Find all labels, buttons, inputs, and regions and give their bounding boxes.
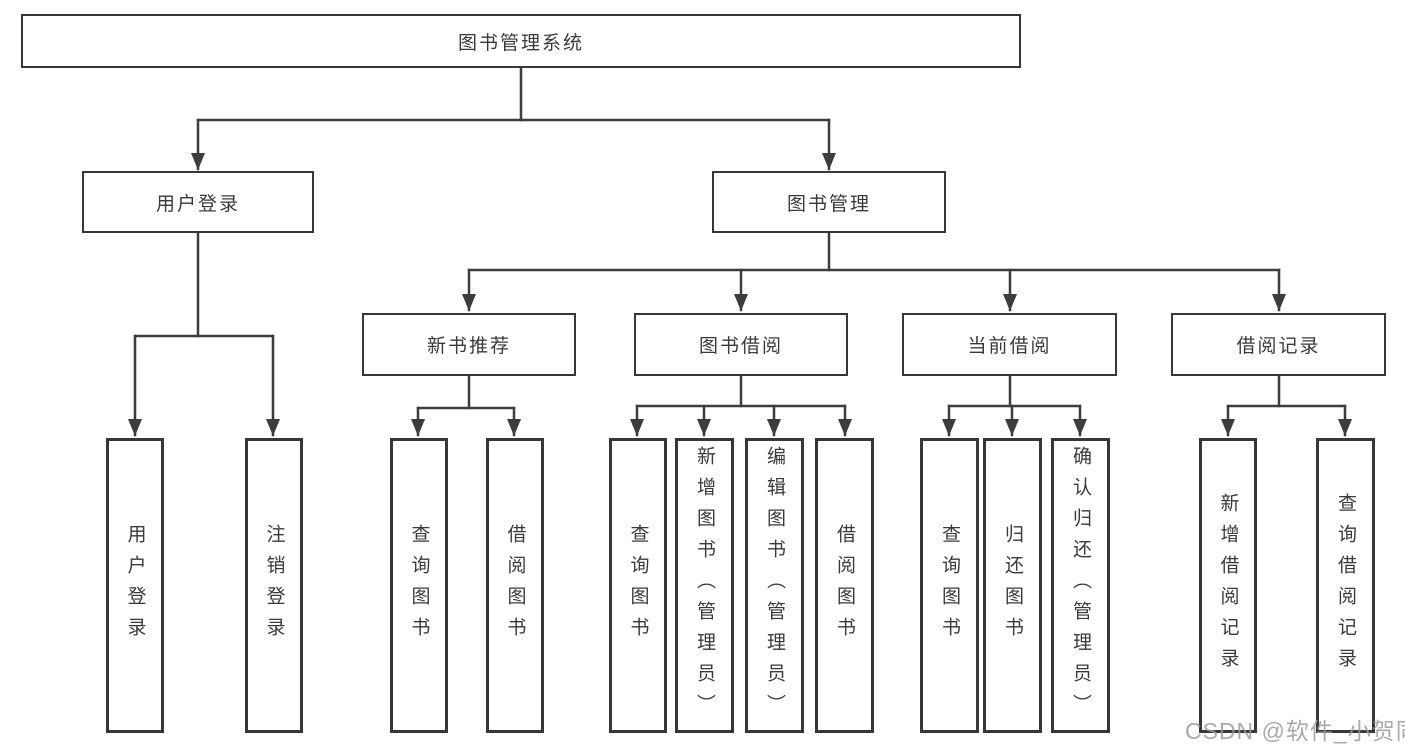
node-root: 图书管理系统 — [21, 14, 1021, 68]
leaf-newbooks-borrow-books-label: 借阅图书 — [504, 523, 526, 648]
node-new-book-recommend: 新书推荐 — [362, 313, 576, 376]
leaf-current-confirm-return-admin-label: 确认归还（管理员） — [1070, 446, 1091, 725]
leaf-records-add-record: 新增借阅记录 — [1199, 438, 1257, 733]
leaf-newbooks-query-books: 查询图书 — [390, 438, 448, 733]
leaf-borrow-borrow-books: 借阅图书 — [815, 438, 874, 733]
leaf-current-query-books: 查询图书 — [920, 438, 979, 733]
leaf-newbooks-borrow-books: 借阅图书 — [486, 438, 544, 733]
leaf-records-query-record-label: 查询借阅记录 — [1335, 492, 1356, 679]
node-borrow-records-label: 借阅记录 — [1236, 336, 1321, 357]
node-book-management-label: 图书管理 — [786, 193, 871, 215]
leaf-user-login-label: 用户登录 — [124, 523, 146, 648]
node-book-borrow-label: 图书借阅 — [698, 336, 783, 357]
csdn-watermark: CSDN @软件_小贺同学 — [1185, 718, 1405, 744]
leaf-borrow-query-books-label: 查询图书 — [627, 523, 649, 648]
leaf-borrow-edit-books-admin: 编辑图书（管理员） — [745, 438, 804, 733]
node-new-book-recommend-label: 新书推荐 — [426, 336, 511, 357]
node-user-login: 用户登录 — [82, 171, 314, 233]
leaf-user-login: 用户登录 — [106, 438, 164, 733]
node-borrow-records: 借阅记录 — [1171, 313, 1386, 376]
node-root-label: 图书管理系统 — [457, 32, 584, 54]
leaf-borrow-edit-books-admin-label: 编辑图书（管理员） — [764, 446, 785, 725]
leaf-borrow-query-books: 查询图书 — [609, 438, 667, 733]
node-book-borrow: 图书借阅 — [634, 313, 848, 376]
leaf-logout: 注销登录 — [245, 438, 303, 733]
node-current-borrow: 当前借阅 — [902, 313, 1117, 376]
leaf-borrow-add-books-admin: 新增图书（管理员） — [675, 438, 734, 733]
leaf-newbooks-query-books-label: 查询图书 — [408, 523, 430, 648]
node-book-management: 图书管理 — [712, 171, 946, 233]
leaf-borrow-borrow-books-label: 借阅图书 — [834, 523, 855, 648]
leaf-logout-label: 注销登录 — [263, 523, 285, 648]
node-current-borrow-label: 当前借阅 — [967, 336, 1052, 357]
leaf-current-confirm-return-admin: 确认归还（管理员） — [1051, 438, 1110, 733]
leaf-records-add-record-label: 新增借阅记录 — [1217, 492, 1239, 679]
leaf-current-query-books-label: 查询图书 — [939, 523, 960, 648]
leaf-borrow-add-books-admin-label: 新增图书（管理员） — [694, 446, 715, 725]
leaf-current-return-books-label: 归还图书 — [1002, 523, 1023, 648]
leaf-records-query-record: 查询借阅记录 — [1316, 438, 1375, 733]
node-user-login-label: 用户登录 — [155, 193, 240, 215]
leaf-current-return-books: 归还图书 — [983, 438, 1042, 733]
